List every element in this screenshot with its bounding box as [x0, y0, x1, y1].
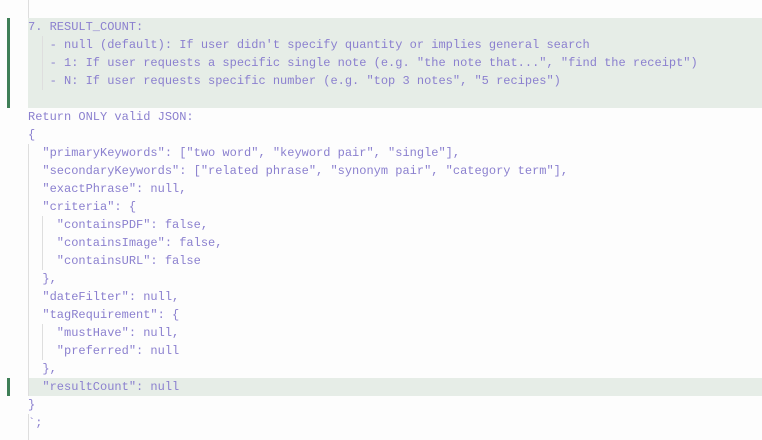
code-line[interactable]: "criteria": {	[28, 200, 137, 214]
code-line[interactable]: "mustHave": null,	[28, 326, 180, 340]
indent-guide	[42, 36, 43, 90]
change-indicator-bar[interactable]	[7, 18, 10, 108]
code-line[interactable]: "tagRequirement": {	[28, 308, 180, 322]
code-line[interactable]: `;	[28, 416, 43, 430]
code-line[interactable]: "containsImage": false,	[28, 236, 223, 250]
code-line[interactable]: Return ONLY valid JSON:	[28, 110, 194, 124]
code-line[interactable]: - N: If user requests specific number (e…	[28, 74, 561, 88]
code-line[interactable]: }	[28, 398, 36, 412]
change-indicator-bar[interactable]	[7, 378, 10, 396]
code-line[interactable]: },	[28, 362, 57, 376]
code-line[interactable]: 7. RESULT_COUNT:	[28, 20, 144, 34]
indent-guide	[28, 144, 29, 396]
code-line[interactable]: "containsPDF": false,	[28, 218, 209, 232]
indent-guide	[42, 324, 43, 360]
changed-line-highlight	[28, 378, 762, 396]
indent-guide	[42, 216, 43, 270]
indent-guide	[28, 0, 29, 18]
changed-block-highlight	[28, 18, 762, 108]
code-line[interactable]: "dateFilter": null,	[28, 290, 180, 304]
code-line[interactable]: - null (default): If user didn't specify…	[28, 38, 590, 52]
code-line[interactable]: "secondaryKeywords": ["related phrase", …	[28, 164, 569, 178]
code-line[interactable]: },	[28, 272, 57, 286]
code-line[interactable]: "containsURL": false	[28, 254, 201, 268]
code-line[interactable]: "resultCount": null	[28, 380, 180, 394]
code-line[interactable]	[28, 90, 762, 108]
code-line[interactable]: "exactPhrase": null,	[28, 182, 187, 196]
code-line[interactable]: {	[28, 128, 36, 142]
code-line[interactable]: "primaryKeywords": ["two word", "keyword…	[28, 146, 461, 160]
code-line[interactable]: - 1: If user requests a specific single …	[28, 56, 698, 70]
code-line[interactable]: "preferred": null	[28, 344, 180, 358]
indent-guide	[28, 414, 29, 440]
